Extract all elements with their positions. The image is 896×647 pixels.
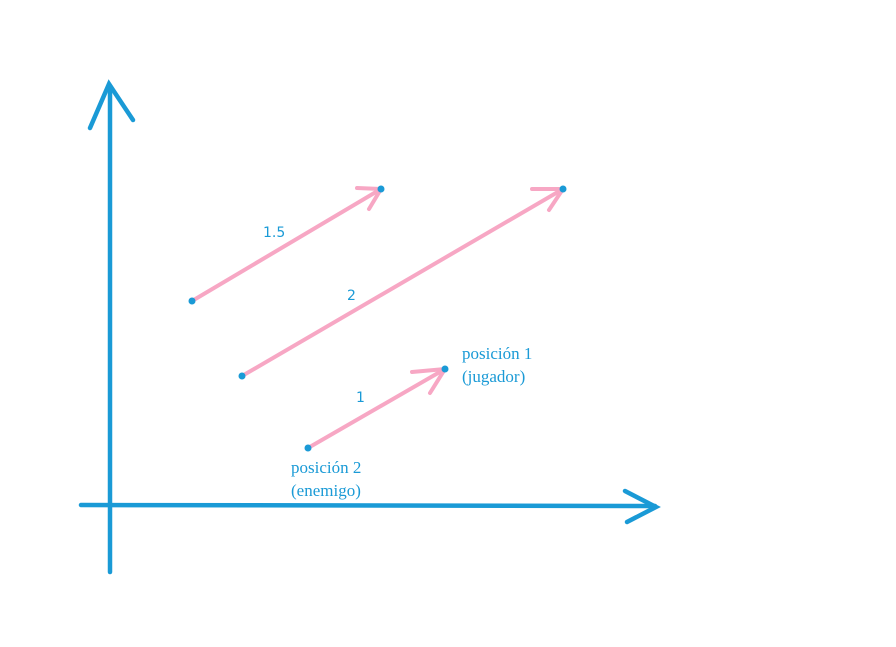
vector-labels: 1.5 2 1 (263, 225, 365, 406)
axes (78, 79, 661, 575)
point-vector-1-5-start (188, 297, 196, 305)
vector-1-shaft (306, 367, 447, 450)
vector-1-5-arrowhead (355, 186, 383, 211)
y-axis-arrowhead (87, 79, 136, 131)
point-vector-2-end (559, 185, 567, 193)
position-2-label-line1: posición 2 (291, 458, 361, 477)
points (188, 185, 567, 452)
position-1-label-line1: posición 1 (462, 344, 532, 363)
point-vector-2-start (238, 372, 246, 380)
vector-2-label: 2 (347, 288, 356, 304)
vector-2-shaft (240, 187, 565, 378)
vector-1 (306, 367, 447, 450)
vectors (190, 186, 565, 450)
vector-1-5 (190, 186, 383, 303)
position-labels: posición 1 (jugador) posición 2 (enemigo… (291, 344, 532, 500)
vector-1-label: 1 (356, 390, 365, 406)
vector-1-5-label: 1.5 (263, 225, 285, 241)
position-2-label-line2: (enemigo) (291, 481, 361, 500)
point-position-2 (304, 444, 312, 452)
vector-1-5-shaft (190, 187, 383, 303)
position-1-label-line2: (jugador) (462, 367, 525, 386)
point-position-1 (441, 365, 449, 373)
point-vector-1-5-end (377, 185, 385, 193)
x-axis (78, 502, 658, 509)
x-axis-arrowhead (622, 488, 661, 525)
